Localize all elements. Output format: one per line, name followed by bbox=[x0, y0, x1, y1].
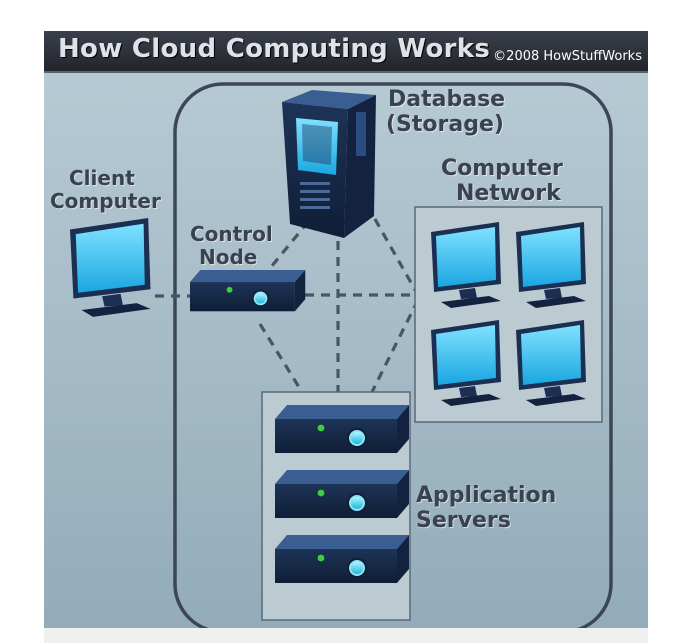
control-node-label-line1: Control bbox=[190, 222, 273, 246]
tower-server-icon bbox=[282, 90, 376, 238]
network-to-appservers-connector bbox=[370, 299, 420, 393]
client-label-line1: Client bbox=[69, 166, 135, 190]
control-node-label-line2: Node bbox=[199, 245, 258, 269]
control-to-appservers-connector bbox=[258, 323, 304, 393]
client-monitor-icon bbox=[70, 218, 151, 317]
application-server-icon bbox=[274, 534, 410, 584]
client-label-line2: Computer bbox=[50, 189, 161, 213]
title-banner: How Cloud Computing Works ©2008 HowStuff… bbox=[44, 31, 648, 73]
copyright-credit: ©2008 HowStuffWorks bbox=[493, 49, 642, 64]
appservers-label-line1: Application bbox=[416, 483, 557, 508]
network-label-line1: Computer bbox=[441, 156, 563, 181]
appservers-label-line2: Servers bbox=[416, 508, 511, 533]
application-server-icon bbox=[274, 469, 410, 519]
network-label-line2: Network bbox=[456, 181, 561, 206]
control-to-database-connector bbox=[260, 220, 310, 280]
diagram-title: How Cloud Computing Works bbox=[58, 34, 491, 64]
bottom-strip bbox=[44, 628, 648, 643]
control-node-server-icon bbox=[189, 269, 307, 313]
application-server-icon bbox=[274, 404, 410, 454]
connector-lines bbox=[155, 204, 420, 393]
database-label-line2: (Storage) bbox=[386, 112, 504, 137]
database-label-line1: Database bbox=[388, 87, 506, 112]
database-to-network-connector bbox=[365, 204, 420, 296]
